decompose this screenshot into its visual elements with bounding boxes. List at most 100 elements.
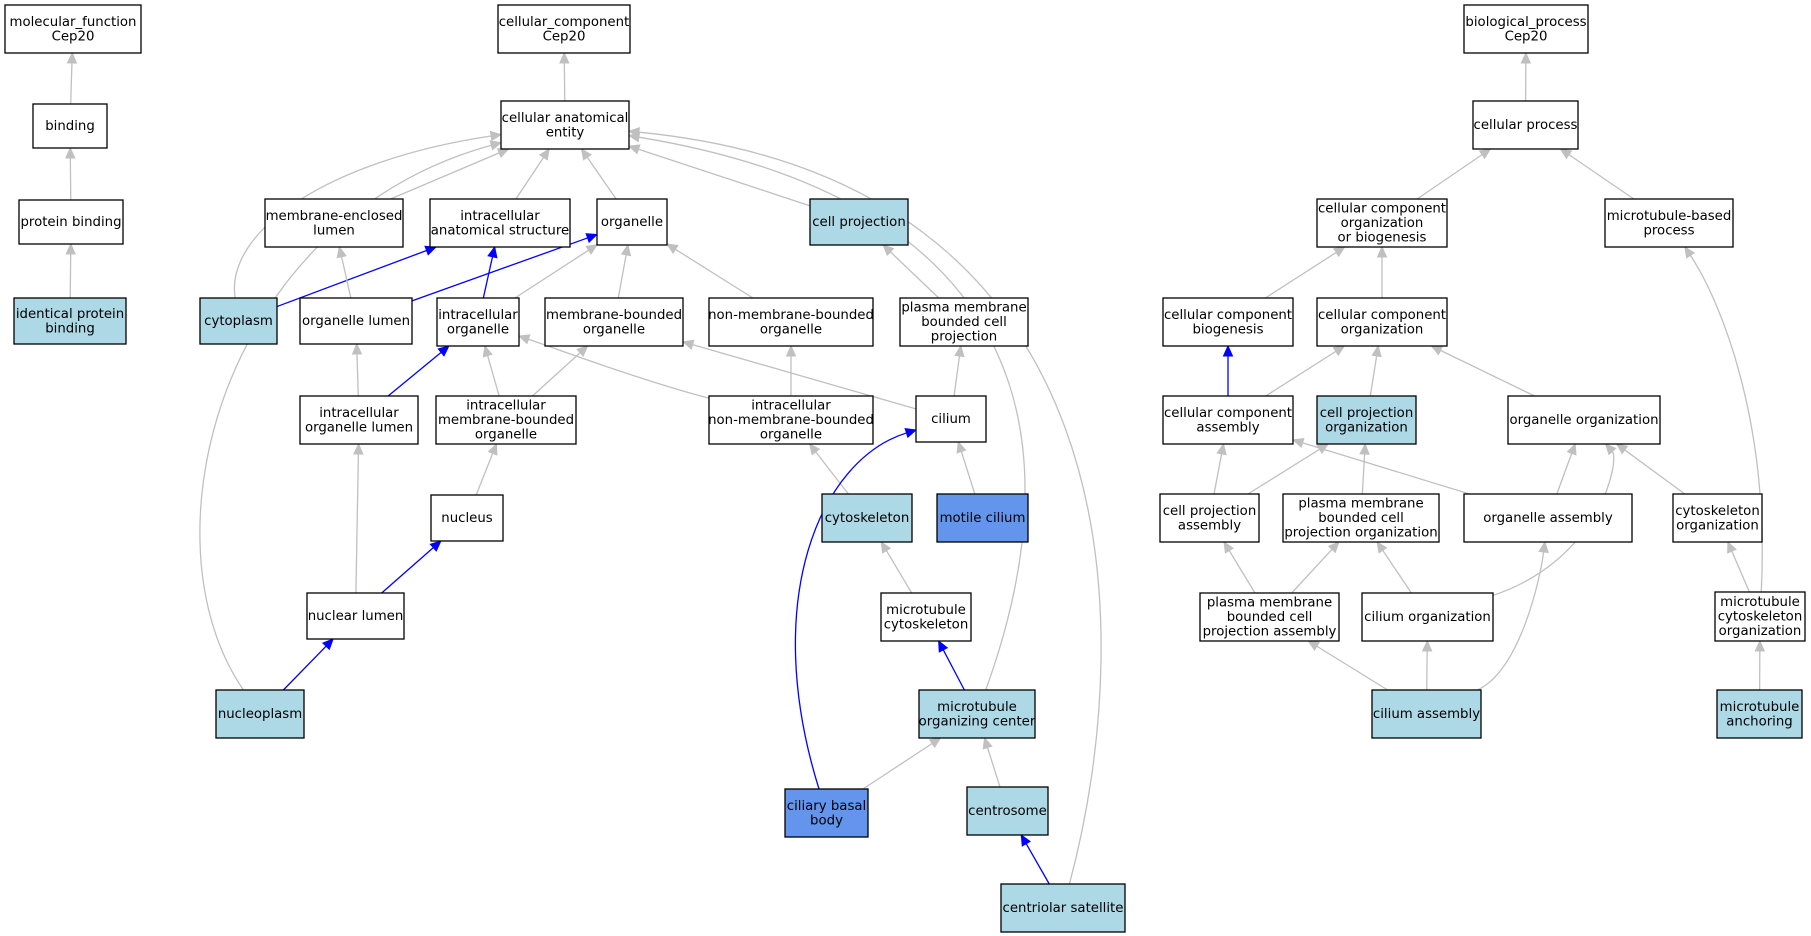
term-label-line: biological_process <box>1465 15 1586 30</box>
term-node-cilium-assembly[interactable]: cilium assembly <box>1371 689 1482 739</box>
term-box <box>708 395 874 445</box>
edge-arrowhead <box>956 440 967 454</box>
term-node-intracellular-non-membrane-bounded-organelle[interactable]: intracellularnon-membrane-boundedorganel… <box>708 395 874 445</box>
term-label-line: microtubule <box>886 603 966 618</box>
edge-intracellular_organelle_lumen-to-organelle_lumen <box>351 342 363 397</box>
term-label-line: nucleus <box>441 511 492 526</box>
edge-line <box>70 62 73 105</box>
term-node-centriolar-satellite[interactable]: centriolar satellite <box>1000 883 1126 933</box>
term-node-cell-projection[interactable]: cell projection <box>809 198 909 246</box>
edge-line <box>1382 549 1412 594</box>
term-node-motile-cilium[interactable]: motile cilium <box>936 493 1029 543</box>
term-node-protein-binding[interactable]: protein binding <box>18 199 124 245</box>
edge-arrowhead <box>1371 344 1382 358</box>
edge-arrowhead <box>66 51 78 64</box>
term-label-line: nucleoplasm <box>218 707 302 722</box>
term-box <box>500 100 630 150</box>
term-box <box>435 395 577 445</box>
edge-arrowhead <box>576 345 589 357</box>
term-label-line: bounded cell <box>1318 511 1404 526</box>
term-node-cilium[interactable]: cilium <box>915 395 987 443</box>
edge-arrowhead <box>1376 540 1388 554</box>
edge-line <box>1265 350 1337 397</box>
term-box <box>1371 689 1482 739</box>
edge-arrowhead <box>938 639 949 653</box>
term-label-line: organelle lumen <box>305 420 413 435</box>
term-box <box>18 199 124 245</box>
edge-line <box>1361 453 1366 495</box>
edge-ciliary_basal_body-to-cilium <box>794 428 918 790</box>
edge-line <box>340 256 352 299</box>
term-node-cellular-process[interactable]: cellular process <box>1472 100 1579 150</box>
term-node-nucleoplasm[interactable]: nucleoplasm <box>215 689 305 739</box>
edge-microtubule_anchoring-to-microtubule_cytoskeleton_organization <box>1754 639 1766 691</box>
edge-arrowhead <box>1332 246 1346 258</box>
edge-line <box>482 256 494 299</box>
term-node-organelle-organization[interactable]: organelle organization <box>1507 395 1661 445</box>
term-node-nuclear-lumen[interactable]: nuclear lumen <box>306 592 405 640</box>
edge-line <box>528 338 710 399</box>
term-node-centrosome[interactable]: centrosome <box>966 786 1049 836</box>
edge-line <box>1228 550 1256 594</box>
edge-arrowhead <box>1359 442 1370 455</box>
term-node-cytoskeleton[interactable]: cytoskeleton <box>821 493 913 543</box>
edge-arrowhead <box>517 334 531 345</box>
edge-line <box>199 144 492 691</box>
term-box <box>497 4 631 54</box>
term-label-line: cellular process <box>1474 118 1578 133</box>
term-node-organelle[interactable]: organelle <box>596 198 668 246</box>
edge-line <box>486 355 500 397</box>
term-node-nucleus[interactable]: nucleus <box>430 494 504 542</box>
term-node-organelle-lumen[interactable]: organelle lumen <box>299 297 413 345</box>
edge-cilium_assembly-to-organelle_assembly <box>1477 540 1549 691</box>
term-box <box>1199 592 1340 642</box>
edge-cellular_process-to-bp_root <box>1520 51 1532 102</box>
edge-microtubule_cytoskeleton-to-cytoskeleton <box>880 540 913 594</box>
edge-line <box>1291 548 1333 594</box>
term-label-line: cytoskeleton <box>1675 504 1760 519</box>
edge-line <box>986 747 1001 788</box>
term-box <box>1316 395 1417 445</box>
edge-ciliary_basal_body-to-microtubule_organizing_center <box>862 737 942 790</box>
term-label-line: protein binding <box>20 215 121 230</box>
edge-cc_biogenesis-to-ccob <box>1264 246 1346 299</box>
term-node-cilium-organization[interactable]: cilium organization <box>1361 592 1494 642</box>
edge-nucleus-to-intracellular_membrane_bounded_organelle <box>475 442 498 496</box>
term-node-organelle-assembly[interactable]: organelle assembly <box>1463 493 1633 543</box>
edge-line <box>617 254 627 299</box>
edge-arrowhead <box>954 344 965 358</box>
edge-line <box>1477 551 1545 691</box>
term-label-line: plasma membrane <box>1298 497 1423 512</box>
term-node-cytoplasm[interactable]: cytoplasm <box>199 297 278 345</box>
edge-cilium-to-plasma_membrane_bounded_cell_projection <box>953 344 965 397</box>
term-node-binding[interactable]: binding <box>32 103 108 149</box>
